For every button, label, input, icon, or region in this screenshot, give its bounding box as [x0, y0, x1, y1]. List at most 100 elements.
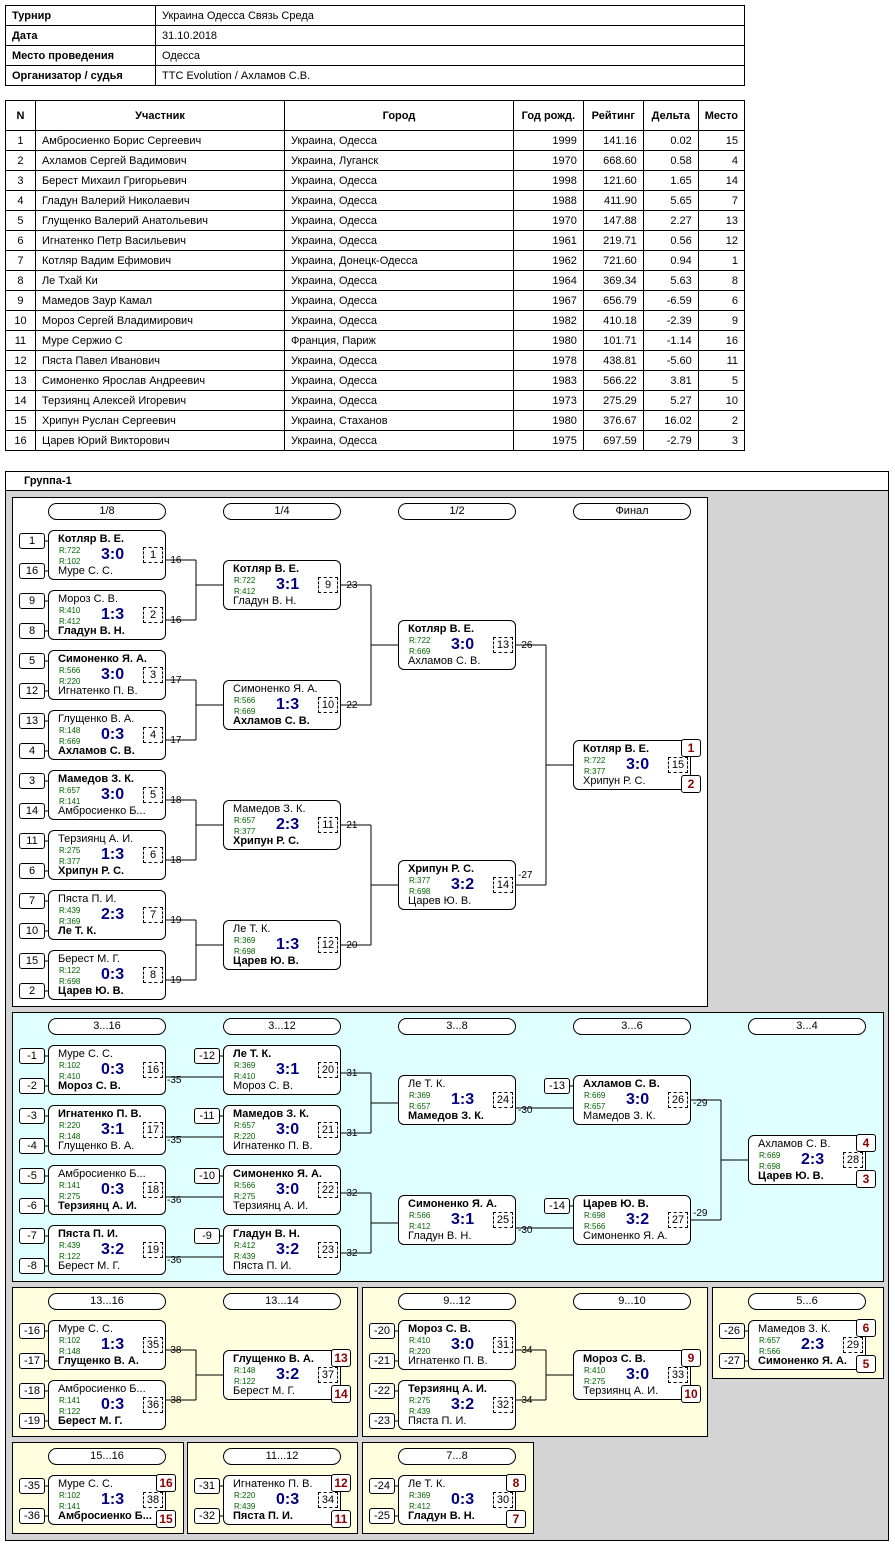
seed-number: 3 — [19, 773, 45, 789]
match-number: 26 — [668, 1092, 688, 1108]
table-cell: -2.79 — [642, 430, 699, 451]
match-number: 18 — [143, 1182, 163, 1198]
player-top: Ле Т. К. — [408, 1078, 446, 1090]
player-top: Хрипун Р. С. — [408, 863, 475, 875]
player-top: Терзиянц А. И. — [58, 833, 134, 845]
seed-number: -31 — [194, 1478, 220, 1494]
match-score: 1:3 — [101, 1336, 125, 1353]
rating-top: R:377 — [409, 876, 431, 885]
match-score: 0:3 — [276, 1491, 300, 1508]
rating-bottom: R:412 — [409, 1222, 431, 1231]
rating-bottom: R:141 — [59, 797, 81, 806]
rating-top: R:439 — [59, 906, 81, 915]
rating-top: R:369 — [234, 936, 256, 945]
match-score: 3:2 — [451, 1396, 475, 1413]
seed-number: -9 — [194, 1228, 220, 1244]
rating-top: R:566 — [59, 666, 81, 675]
rating-bottom: R:566 — [584, 1222, 606, 1231]
round-label: 11...12 — [223, 1448, 341, 1465]
seed-number: -12 — [194, 1048, 220, 1064]
seed-number: -6 — [19, 1198, 45, 1214]
round-label: 9...12 — [398, 1293, 516, 1310]
player-bottom: Гладун В. Н. — [408, 1230, 472, 1242]
player-top: Симоненко Я. А. — [233, 683, 318, 695]
seed-number: 14 — [19, 803, 45, 819]
player-bottom: Царев Ю. В. — [408, 895, 472, 907]
table-cell: 410.18 — [582, 310, 644, 331]
table-cell: 16 — [5, 430, 36, 451]
table-cell: 1967 — [512, 290, 584, 311]
loser-ref: -22 — [343, 700, 358, 711]
player-bottom: Царев Ю. В. — [758, 1170, 824, 1182]
match-score: 3:0 — [101, 666, 125, 683]
player-bottom: Ахламов С. В. — [408, 655, 481, 667]
table-cell: Игнатенко Петр Васильевич — [34, 230, 286, 251]
rating-bottom: R:410 — [59, 1072, 81, 1081]
seed-number: -7 — [19, 1228, 45, 1244]
match-score: 3:0 — [101, 546, 125, 563]
player-bottom: Хрипун Р. С. — [58, 865, 125, 877]
table-cell: 0.56 — [642, 230, 699, 251]
seed-number: -1 — [19, 1048, 45, 1064]
player-bottom: Терзиянц А. И. — [58, 1200, 137, 1212]
match-number: 35 — [143, 1337, 163, 1353]
match-score: 1:3 — [276, 936, 300, 953]
loser-ref: -38 — [167, 1345, 182, 1356]
rating-top: R:722 — [409, 636, 431, 645]
player-bottom: Берест М. Г. — [58, 1260, 121, 1272]
rating-top: R:722 — [584, 756, 606, 765]
loser-ref: -30 — [518, 1105, 533, 1116]
rating-top: R:722 — [59, 546, 81, 555]
match-number: 23 — [318, 1242, 338, 1258]
match-score: 0:3 — [101, 1396, 125, 1413]
player-bottom: Игнатенко П. В. — [233, 1140, 313, 1152]
player-bottom: Симоненко Я. А. — [583, 1230, 668, 1242]
seed-number: 4 — [19, 743, 45, 759]
col-header: Участник — [34, 100, 286, 131]
seed-number: -10 — [194, 1168, 220, 1184]
player-bottom: Ахламов С. В. — [233, 715, 310, 727]
player-top: Амбросиенко Б... — [58, 1168, 146, 1180]
rating-bottom: R:412 — [409, 1502, 431, 1511]
seed-number: -19 — [19, 1413, 45, 1429]
player-bottom: Игнатенко П. В. — [58, 685, 138, 697]
match-number: 34 — [318, 1492, 338, 1508]
seed-number: -16 — [19, 1323, 45, 1339]
seed-number: 8 — [19, 623, 45, 639]
match-number: 1 — [143, 547, 163, 563]
loser-ref: -35 — [167, 1135, 182, 1146]
player-top: Ле Т. К. — [408, 1478, 446, 1490]
player-top: Глущенко В. А. — [233, 1353, 314, 1365]
player-top: Амбросиенко Б... — [58, 1383, 146, 1395]
table-cell: 1980 — [512, 330, 584, 351]
player-top: Пяста П. И. — [58, 893, 117, 905]
match-number: 4 — [143, 727, 163, 743]
match-number: 20 — [318, 1062, 338, 1078]
rating-top: R:141 — [59, 1396, 81, 1405]
player-top: Мамедов З. К. — [58, 773, 134, 785]
player-top: Игнатенко П. В. — [233, 1478, 313, 1490]
table-cell: Украина, Одесса — [284, 430, 514, 451]
seed-number: 10 — [19, 923, 45, 939]
loser-ref: -35 — [167, 1075, 182, 1086]
player-top: Терзиянц А. И. — [408, 1383, 487, 1395]
player-top: Симоненко Я. А. — [58, 653, 147, 665]
loser-ref: -26 — [518, 640, 533, 651]
info-value: TTC Evolution / Ахламов С.В. — [155, 65, 745, 86]
seed-number: -4 — [19, 1138, 45, 1154]
table-cell: 275.29 — [582, 390, 644, 411]
rating-top: R:669 — [584, 1091, 606, 1100]
rating-top: R:122 — [59, 966, 81, 975]
